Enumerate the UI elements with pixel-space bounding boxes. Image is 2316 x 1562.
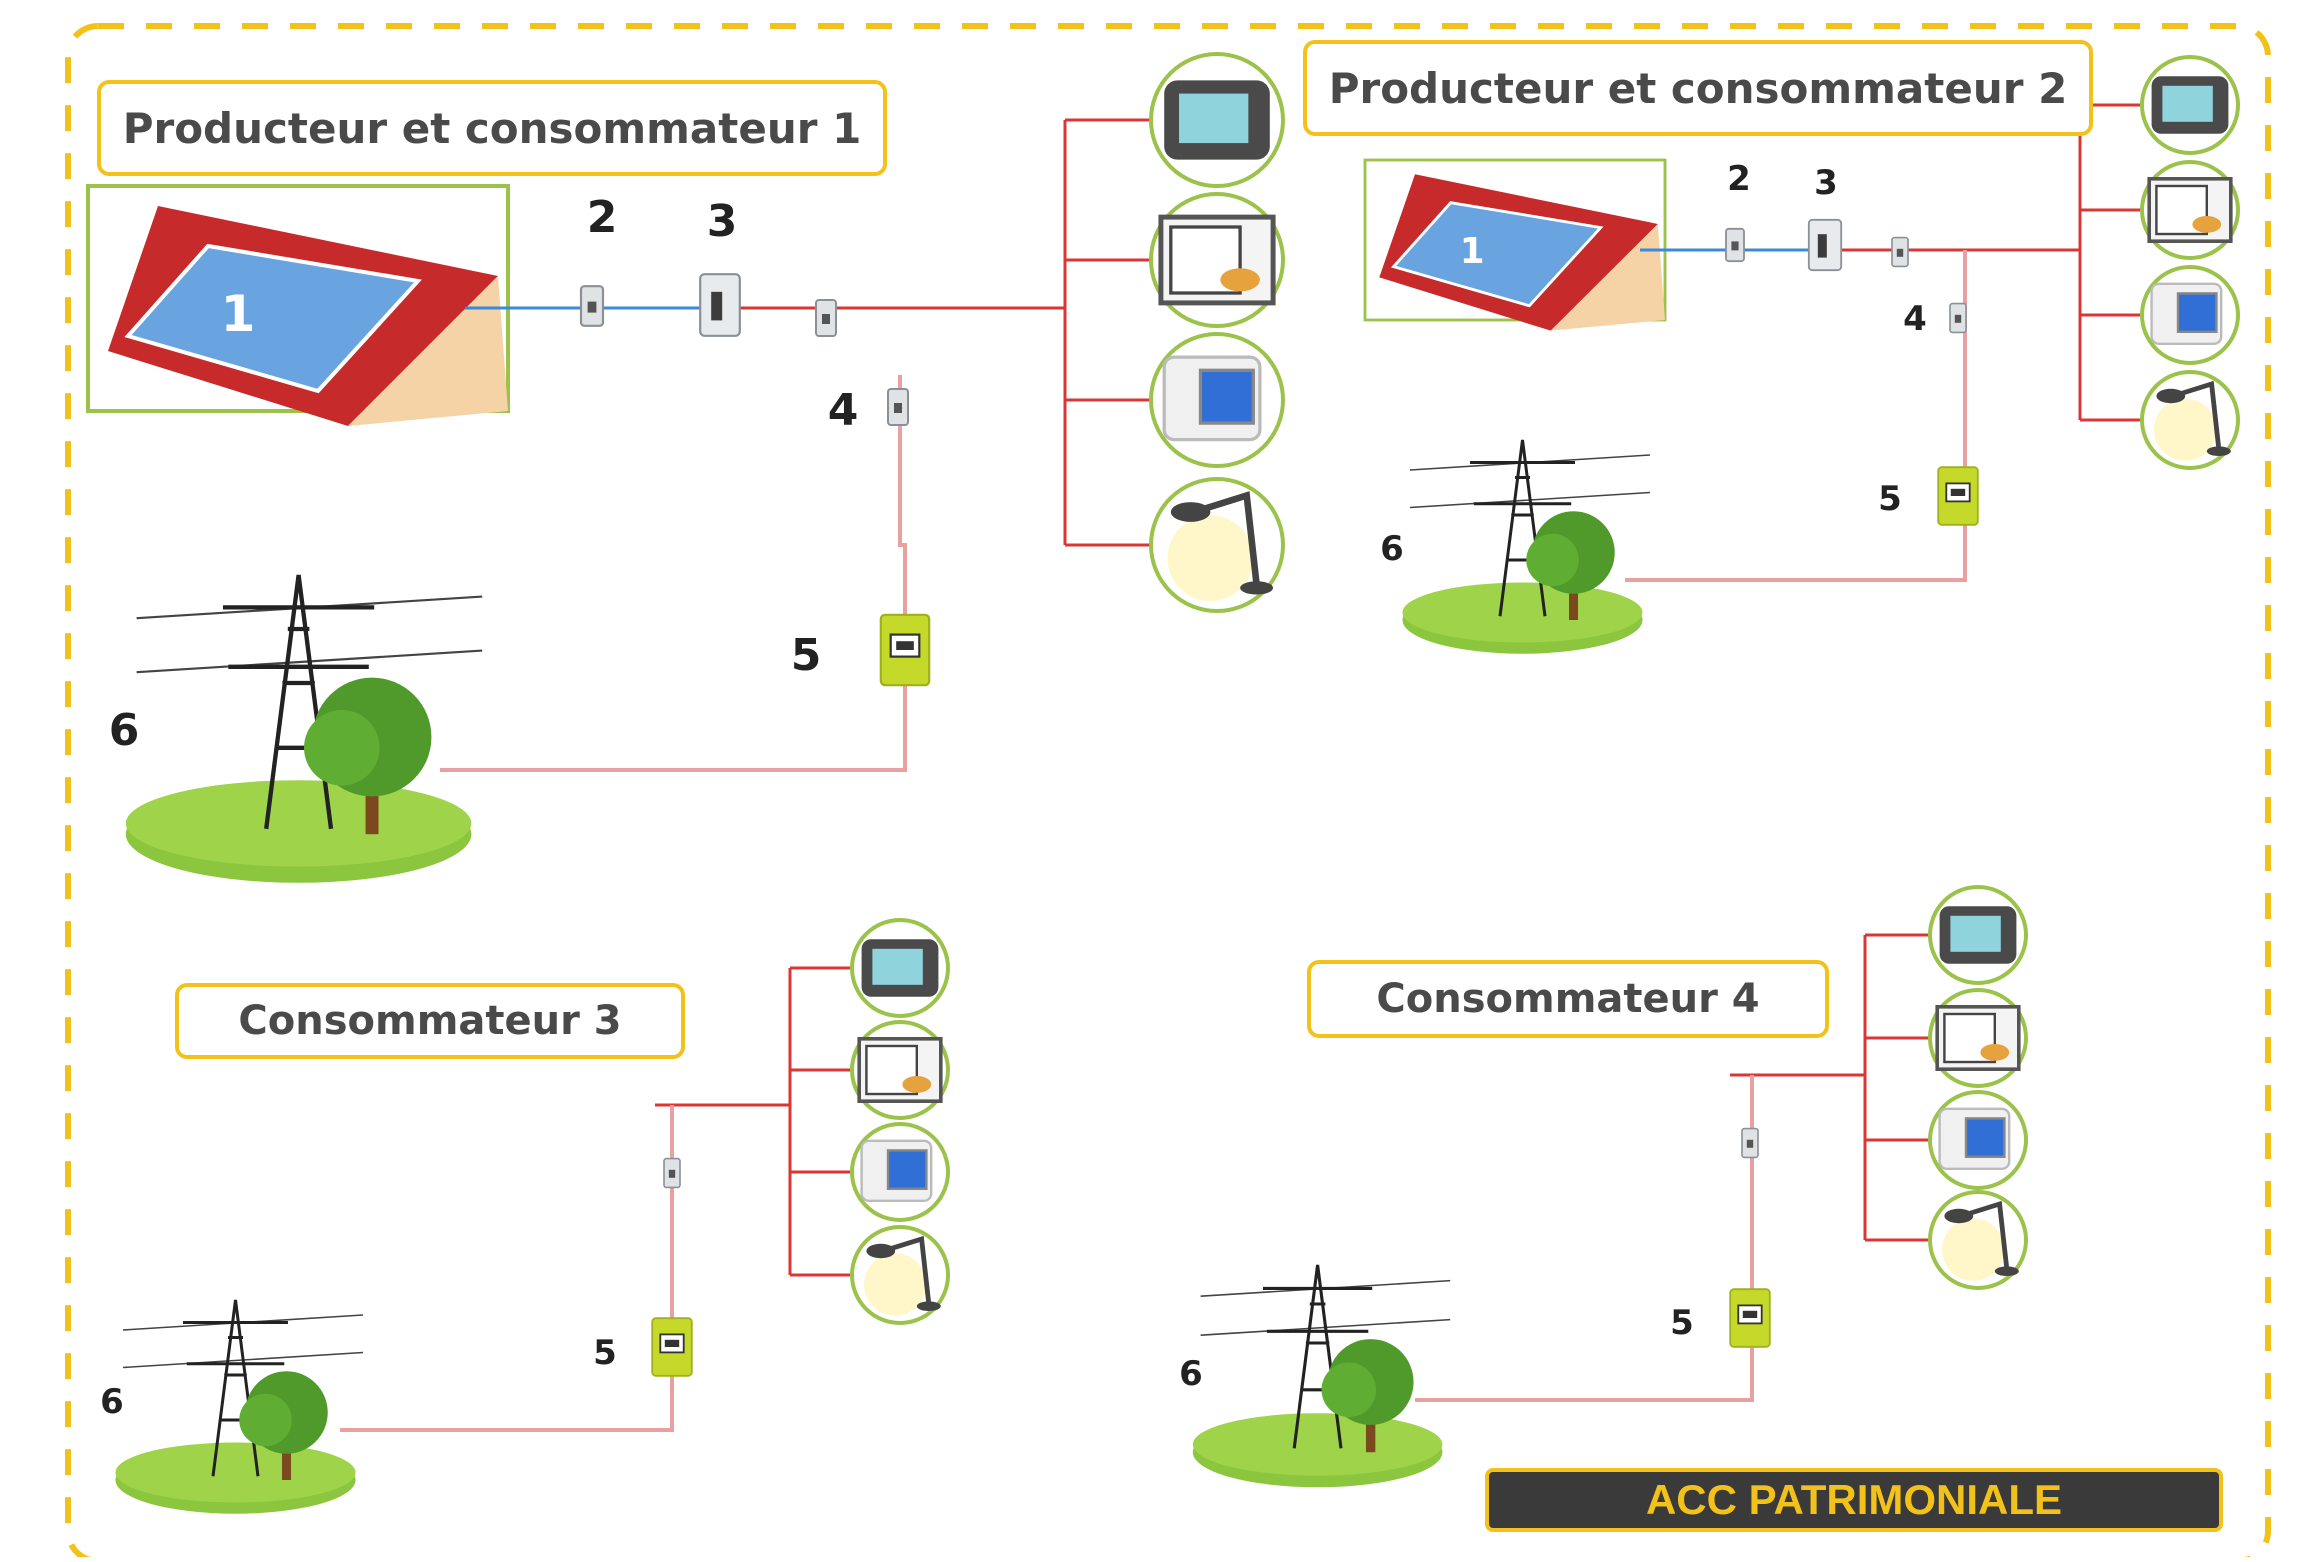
tower-structure: [183, 1299, 288, 1477]
roof-frame: [1363, 158, 1667, 322]
pylon-icon: [1402, 439, 1651, 654]
switch-icon: [1741, 1127, 1759, 1159]
computer-icon: [1162, 355, 1262, 442]
computer-icon: [1938, 1107, 2011, 1171]
oven-icon: [1161, 217, 1273, 303]
ground-top: [1402, 582, 1643, 643]
tower-structure: [223, 574, 375, 830]
roof-gable: [348, 276, 508, 426]
solar-panel-icon: [124, 243, 422, 394]
oven-icon: [1935, 1004, 2021, 1071]
ground-top: [115, 1442, 356, 1503]
label-6: 6: [109, 705, 140, 756]
oven-icon: [857, 1037, 943, 1103]
switch-r-icon: [815, 299, 837, 337]
ground-top: [125, 780, 472, 867]
panel-4-title: Consommateur 4: [1307, 960, 1829, 1038]
pylon-icon: [125, 574, 483, 883]
tower-structure: [1262, 1264, 1373, 1449]
label-6: 6: [100, 1382, 124, 1422]
grid-cable: [440, 375, 907, 772]
outer-frame: [65, 23, 2271, 1562]
meter-5-icon: [879, 613, 931, 687]
meter-5-icon: [1937, 466, 1979, 526]
panel-3-title: Consommateur 3: [175, 983, 685, 1059]
tree-foliage: [304, 710, 380, 786]
acc-patrimoniale-badge: ACC PATRIMONIALE: [1485, 1468, 2223, 1532]
label-2: 2: [1727, 159, 1751, 199]
label-5: 5: [1878, 479, 1902, 519]
tv-icon: [2151, 76, 2229, 134]
switch-2-icon: [579, 285, 605, 327]
tree-foliage: [239, 1393, 292, 1447]
label-6: 6: [1380, 529, 1404, 569]
solar-roof-icon: 1: [1363, 158, 1667, 331]
label-3: 3: [707, 196, 738, 247]
pylon-icon: [1192, 1264, 1451, 1488]
label-4: 4: [1903, 299, 1927, 339]
computer-icon: [2150, 282, 2223, 345]
inverter-3-icon: [699, 273, 741, 337]
pylon-icon: [115, 1299, 364, 1514]
roof-gable: [1550, 224, 1665, 331]
switch-icon: [663, 1157, 681, 1189]
label-1: 1: [221, 285, 256, 343]
switch-2-icon: [1725, 227, 1745, 263]
tree-foliage: [1526, 533, 1579, 587]
computer-icon: [860, 1139, 933, 1203]
label-5: 5: [1670, 1303, 1694, 1343]
label-5: 5: [593, 1333, 617, 1373]
label-4: 4: [828, 385, 859, 436]
ground-top: [1192, 1413, 1443, 1476]
panel-2-title: Producteur et consommateur 2: [1303, 40, 2093, 136]
tv-icon: [861, 939, 939, 997]
label-6: 6: [1179, 1354, 1203, 1394]
switch-4-icon: [1949, 302, 1967, 334]
tree-foliage: [1321, 1362, 1377, 1418]
tower-structure: [1470, 439, 1575, 617]
grid-cable: [340, 1105, 674, 1432]
meter-5-icon: [1729, 1288, 1771, 1348]
panel-1-title: Producteur et consommateur 1: [97, 80, 887, 176]
tv-icon: [1939, 906, 2017, 964]
tv-icon: [1164, 80, 1270, 160]
grid-cable: [1415, 1075, 1754, 1402]
solar-roof-icon: 1: [86, 184, 510, 426]
switch-r-icon: [1891, 236, 1909, 268]
meter-5-icon: [651, 1317, 693, 1377]
roof-frame: [86, 184, 510, 413]
solar-panel-icon: [1390, 201, 1604, 308]
oven-icon: [2147, 177, 2233, 243]
label-3: 3: [1814, 163, 1838, 203]
grid-cable: [1625, 250, 1967, 582]
inverter-3-icon: [1807, 218, 1843, 272]
label-5: 5: [791, 630, 822, 681]
label-1: 1: [1460, 231, 1485, 272]
label-2: 2: [587, 192, 618, 243]
switch-4-icon: [887, 388, 909, 426]
